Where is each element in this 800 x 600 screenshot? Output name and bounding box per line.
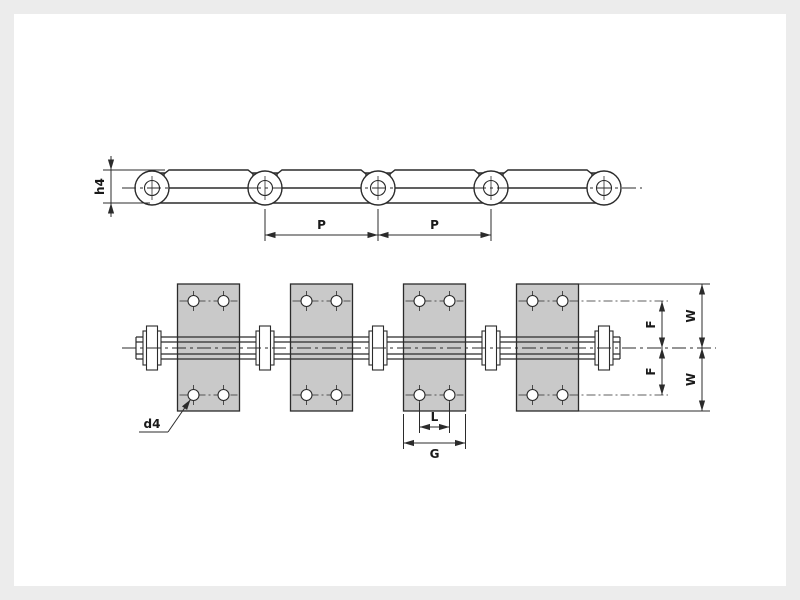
bolt-hole xyxy=(443,388,456,402)
attachment-plate-side xyxy=(163,169,254,189)
bolt-hole xyxy=(413,388,426,402)
label-w-upper: W xyxy=(684,309,698,322)
attachment-plate-side xyxy=(389,169,480,189)
bolt-hole xyxy=(330,294,343,308)
attachment-plate xyxy=(402,283,467,412)
label-l: L xyxy=(431,410,439,424)
bolt-hole xyxy=(556,294,569,308)
bolt-hole xyxy=(217,294,230,308)
bolt-hole xyxy=(300,294,313,308)
dim-f-w: F F W W xyxy=(579,283,710,412)
label-g: G xyxy=(430,447,440,461)
bolt-hole xyxy=(187,388,200,402)
label-f-upper: F xyxy=(644,320,658,328)
bolt-hole xyxy=(217,388,230,402)
label-w-lower: W xyxy=(684,373,698,386)
attachment-plates-plan xyxy=(176,283,580,412)
dim-g: G xyxy=(403,414,466,461)
attachment-plate xyxy=(289,283,354,412)
plate-holes xyxy=(179,291,668,405)
attachment-plate-side xyxy=(276,169,367,189)
leader-line xyxy=(167,399,191,433)
bolt-hole xyxy=(330,388,343,402)
bolt-hole xyxy=(526,294,539,308)
plan-view: F F W W d4 L G xyxy=(122,283,716,461)
leader-d4: d4 xyxy=(139,399,191,433)
bolt-hole xyxy=(556,388,569,402)
dim-l: L xyxy=(419,403,450,433)
bolt-hole xyxy=(187,294,200,308)
attachment-plate xyxy=(515,283,580,412)
dim-pitch: P P xyxy=(264,209,492,241)
drawing-canvas xyxy=(14,14,786,586)
label-pitch: P xyxy=(317,218,326,232)
attachment-plate xyxy=(176,283,241,412)
dim-h4: h4 xyxy=(93,156,165,217)
bolt-hole xyxy=(443,294,456,308)
side-view: h4 P P xyxy=(93,156,642,241)
bolt-hole xyxy=(413,294,426,308)
attachment-plate-side xyxy=(502,169,593,189)
bolt-hole xyxy=(300,388,313,402)
label-d4: d4 xyxy=(144,417,161,431)
bolt-hole xyxy=(526,388,539,402)
label-h4: h4 xyxy=(93,178,107,195)
label-f-lower: F xyxy=(644,367,658,375)
label-pitch: P xyxy=(430,218,439,232)
